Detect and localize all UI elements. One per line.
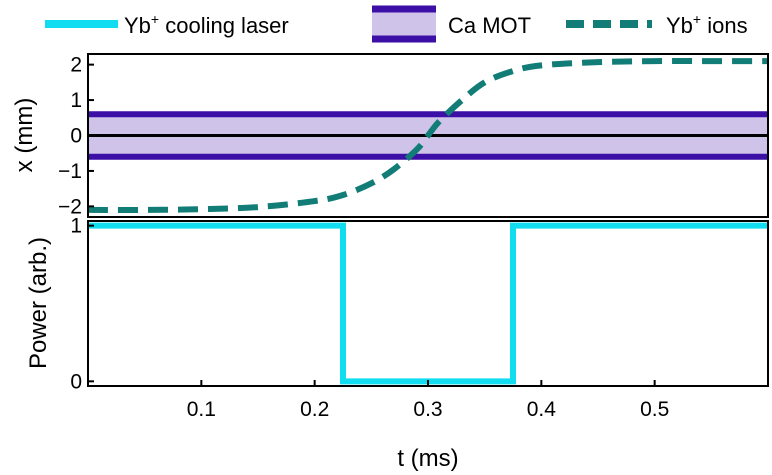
cooling-laser-series [88, 222, 768, 385]
legend-cooling-laser-label: Yb+ cooling laser [124, 11, 289, 38]
top-y-tick-label: 1 [70, 89, 82, 112]
bottom-y-tick-label: 0 [70, 370, 82, 393]
x-tick-label: 0.3 [413, 398, 442, 421]
top-panel: 2 1 0 −1 −2 x (mm) [11, 53, 769, 218]
x-axis-label: t (ms) [397, 445, 458, 472]
legend-ions-label: Yb+ ions [666, 11, 748, 38]
bottom-panel-frame [87, 220, 769, 387]
top-y-axis-label: x (mm) [11, 98, 38, 173]
top-y-tick-label: −2 [58, 195, 82, 218]
legend: Yb+ cooling laser Ca MOT Yb+ ions [45, 5, 748, 43]
top-y-ticks: 2 1 0 −1 −2 [58, 54, 94, 218]
top-y-tick-label: 2 [70, 54, 82, 77]
top-y-tick-label: 0 [70, 125, 82, 148]
legend-ca-mot-swatch-fill [372, 10, 436, 38]
x-tick-label: 0.1 [187, 398, 216, 421]
top-y-tick-label: −1 [58, 160, 82, 183]
x-tick-label: 0.4 [527, 398, 557, 421]
x-tick-label: 0.2 [300, 398, 329, 421]
cooling-laser-power-line [88, 222, 768, 385]
ions-trajectory-line [88, 58, 768, 213]
bottom-y-tick-label: 1 [70, 215, 82, 238]
bottom-y-axis-label: Power (arb.) [25, 237, 52, 369]
ions-series [88, 58, 768, 213]
bottom-y-ticks: 10 [70, 215, 94, 393]
x-tick-label: 0.5 [640, 398, 669, 421]
bottom-x-ticks: 0.1 0.2 0.3 0.4 0.5 [187, 380, 669, 421]
legend-ca-mot-label: Ca MOT [448, 13, 531, 38]
